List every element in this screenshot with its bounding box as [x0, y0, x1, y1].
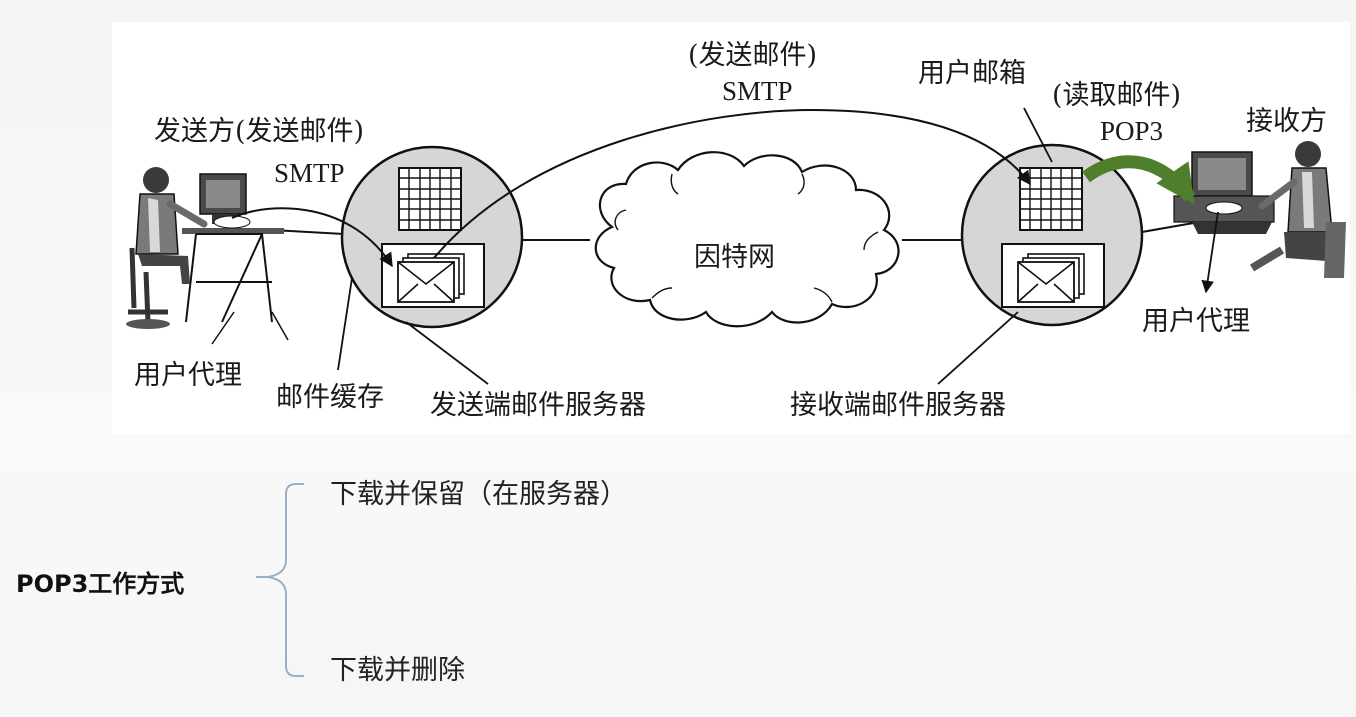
pop3-modes-summary: POP3工作方式 下载并保留（在服务器） 下载并删除 — [0, 440, 1356, 717]
email-transfer-diagram: 发送方(发送邮件) SMTP (发送邮件) SMTP 用户邮箱 (读取邮件) P… — [112, 22, 1350, 434]
internet-cloud-icon — [594, 151, 900, 328]
mode-keep-on-server: 下载并保留（在服务器） — [330, 479, 627, 510]
user-agent-left-label: 用户代理 — [134, 360, 242, 391]
pop3-modes-title: POP3工作方式 — [16, 570, 185, 598]
read-protocol-label: POP3 — [1100, 116, 1163, 146]
mode-delete-from-server: 下载并删除 — [330, 655, 465, 686]
sender-label: 发送方(发送邮件) — [154, 116, 364, 147]
brace-canvas — [256, 483, 304, 677]
outbox-grid-icon — [398, 167, 462, 231]
smtp-relay-arrow — [433, 108, 1031, 259]
middle-protocol-label: SMTP — [722, 76, 793, 106]
receiver-person-icon — [1249, 141, 1346, 278]
middle-action-label: (发送邮件) — [688, 40, 817, 71]
recv-server-label: 接收端邮件服务器 — [790, 390, 1006, 421]
internet-label: 因特网 — [694, 242, 775, 273]
diagram-canvas: 发送方(发送邮件) SMTP (发送邮件) SMTP 用户邮箱 (读取邮件) P… — [126, 40, 1346, 421]
mailbox-pointer — [1023, 107, 1053, 163]
mail-cache-label: 邮件缓存 — [276, 382, 384, 413]
sender-computer-icon — [182, 173, 284, 323]
receiver-computer-icon — [1173, 151, 1275, 234]
send-server-label: 发送端邮件服务器 — [430, 390, 646, 421]
user-agent-left-pointer — [211, 311, 289, 345]
send-mail-server — [340, 145, 524, 329]
receiver-label: 接收方 — [1246, 106, 1327, 137]
sender-person-icon — [126, 167, 208, 329]
sender-protocol-label: SMTP — [274, 158, 345, 188]
curly-brace-icon — [256, 483, 304, 677]
read-action-label: (读取邮件) — [1052, 80, 1181, 111]
recv-mail-server — [960, 143, 1144, 327]
pop3-read-arrow — [1082, 155, 1196, 205]
recv-server-pointer — [937, 311, 1019, 385]
user-agent-right-label: 用户代理 — [1142, 306, 1250, 337]
inbox-envelope-icon — [1001, 243, 1105, 308]
user-mailbox-grid-icon — [1019, 167, 1083, 231]
mail-cache-pointer — [337, 277, 353, 371]
mailbox-label: 用户邮箱 — [918, 58, 1026, 89]
sender-to-server-arrow — [231, 207, 393, 268]
user-agent-right-pointer — [1201, 211, 1219, 294]
send-server-pointer — [405, 321, 489, 385]
mail-cache-envelope-icon — [381, 243, 485, 308]
